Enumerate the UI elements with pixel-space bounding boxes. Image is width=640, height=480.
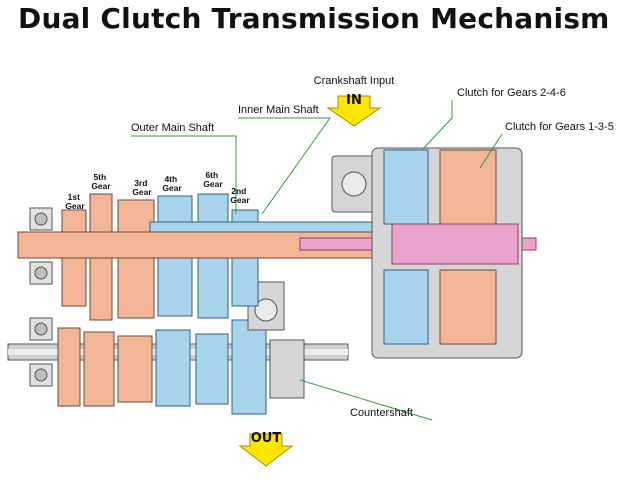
in-arrow-shape [326, 95, 382, 127]
clutch-246-line [421, 100, 453, 151]
countershaft-gear-6 [195, 333, 229, 405]
clutch-housing [331, 147, 523, 359]
out-label: OUT [251, 431, 282, 446]
gear-1-line-1: 1st [68, 192, 80, 202]
countershaft-assembly [7, 281, 349, 415]
crankshaft-input-gear-hole [341, 171, 367, 197]
gear-label-6th: 6th Gear [203, 170, 223, 189]
clutch-135-plates-bottom [439, 269, 497, 345]
countershaft-gray-gear [269, 339, 305, 399]
gear-6-line-2: Gear [203, 179, 223, 189]
gear-3-line-2: Gear [132, 187, 152, 197]
gear-1-line-2: Gear [65, 201, 85, 211]
main-gear-3 [117, 199, 155, 319]
countershaft-output-hub-hole [254, 298, 278, 322]
main-bearing-bottom-hole [34, 266, 48, 280]
clutch-135-plates-top [439, 149, 497, 225]
countershaft-label: Countershaft [350, 407, 413, 419]
countershaft-gear-2 [231, 319, 267, 415]
gear-2-line-2: Gear [230, 195, 250, 205]
main-shaft-assembly [17, 193, 537, 321]
gear-label-5th: 5th Gear [91, 172, 111, 191]
input-arrow: IN Crankshaft Input [314, 75, 395, 127]
gear-label-4th: 4th Gear [162, 174, 182, 193]
gear-6-line-1: 6th [205, 170, 218, 180]
clutch-hub [391, 223, 519, 265]
crankshaft-input-label: Crankshaft Input [314, 75, 395, 87]
inner-main-shaft-line [238, 117, 331, 215]
outer-main-shaft-label: Outer Main Shaft [131, 122, 214, 134]
gear-label-1st: 1st Gear [65, 192, 85, 211]
main-bearing-top-hole [34, 212, 48, 226]
gear-label-3rd: 3rd Gear [132, 178, 152, 197]
countershaft-bearing-left-hole [34, 322, 48, 336]
gear-5-line-1: 5th [93, 172, 106, 182]
callout-lines [131, 100, 503, 421]
in-label: IN [346, 93, 362, 108]
clutch-246-plates-top [383, 149, 429, 225]
clutch-246-plates-bottom [383, 269, 429, 345]
out-arrow-shape [238, 433, 294, 467]
countershaft-gear-1 [57, 327, 81, 407]
clutch-135-label: Clutch for Gears 1-3-5 [505, 121, 614, 133]
countershaft-gear-5 [83, 331, 115, 407]
gear-4-line-2: Gear [162, 183, 182, 193]
inner-main-shaft-label: Inner Main Shaft [238, 104, 319, 116]
clutch-246-label: Clutch for Gears 2-4-6 [457, 87, 566, 99]
clutch-135-line [479, 133, 503, 169]
gear-label-2nd: 2nd Gear [230, 186, 250, 205]
countershaft-bearing-left-lower-hole [34, 368, 48, 382]
gear-2-line-1: 2nd [231, 186, 246, 196]
countershaft-line [299, 379, 433, 421]
outer-main-shaft-line [131, 135, 237, 214]
gear-4-line-1: 4th [164, 174, 177, 184]
countershaft-gear-3 [117, 335, 153, 403]
countershaft-gear-4 [155, 329, 191, 407]
output-arrow: OUT [238, 431, 294, 467]
diagram-title: Dual Clutch Transmission Mechanism [18, 2, 610, 35]
gear-3-line-1: 3rd [134, 178, 147, 188]
gear-5-line-2: Gear [91, 181, 111, 191]
